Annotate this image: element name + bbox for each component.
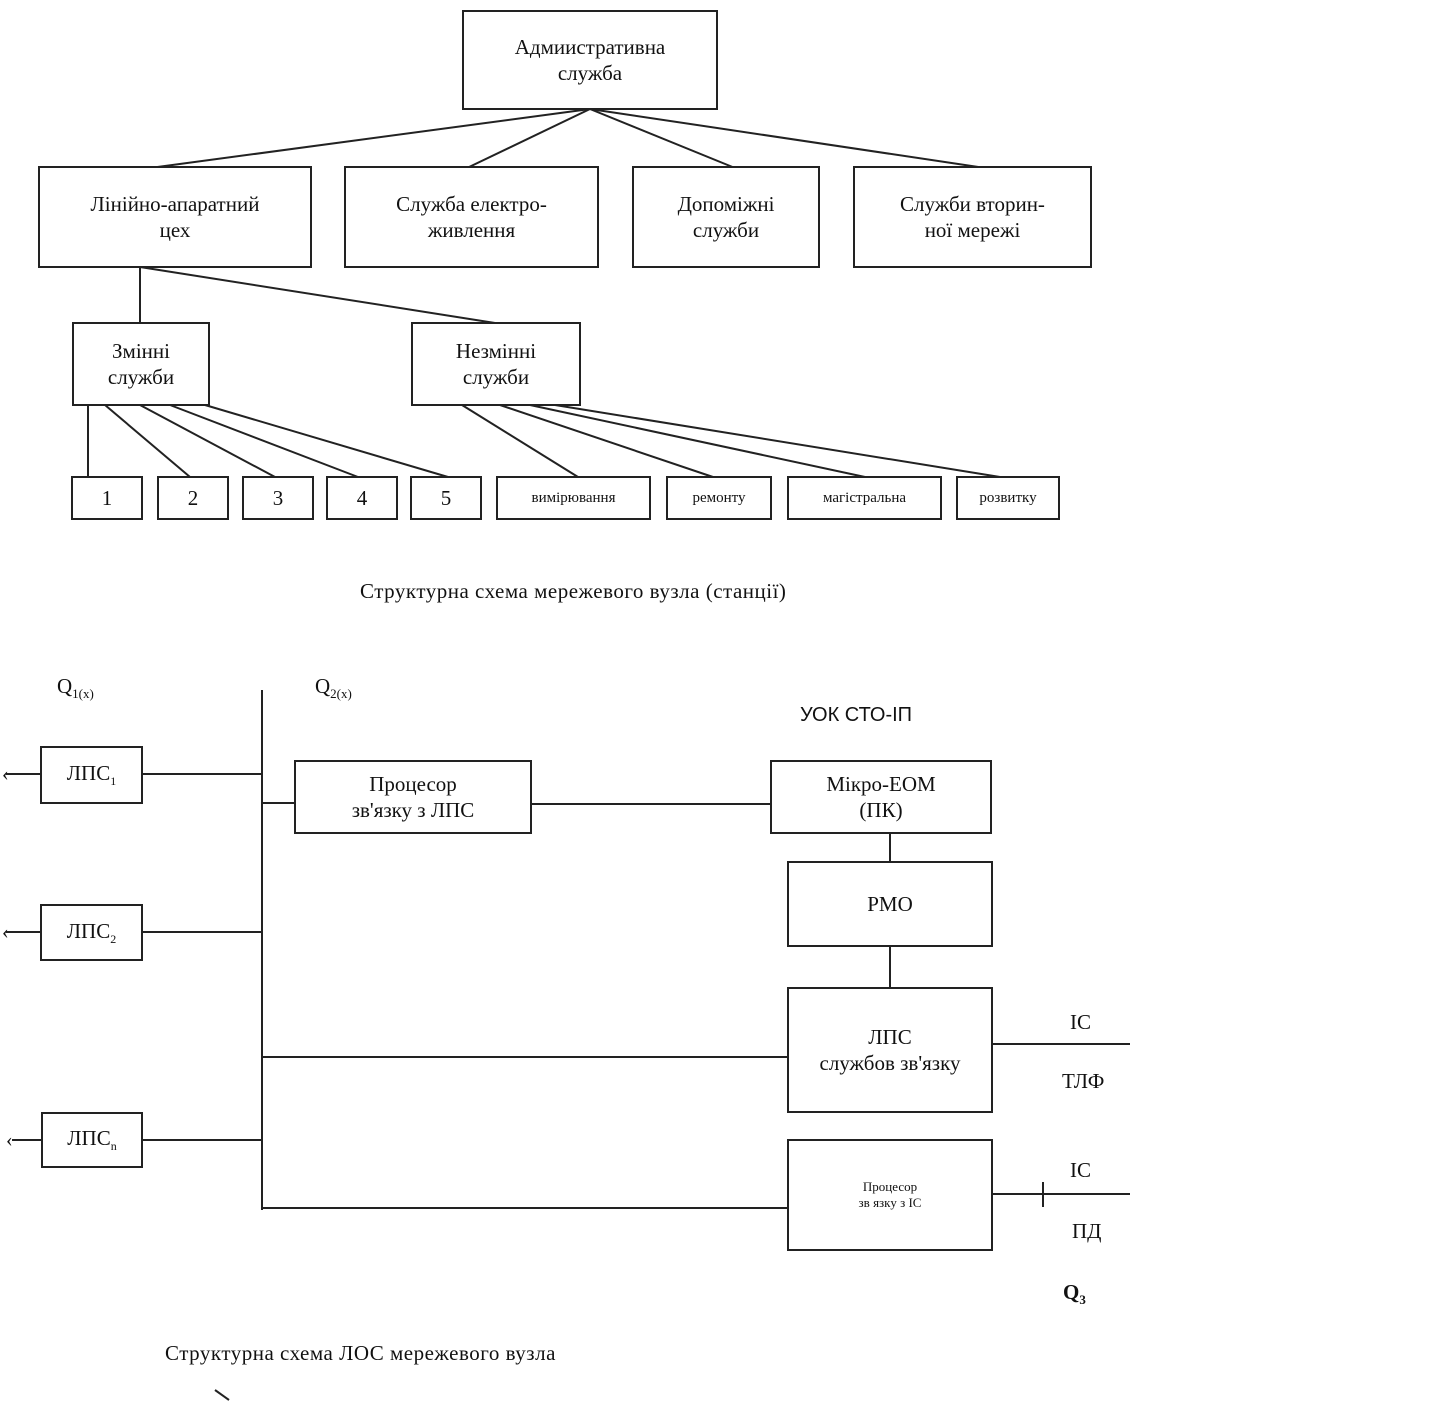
rmo-box: РМО: [787, 861, 993, 947]
leaf-label-1: 1: [101, 485, 113, 510]
is-processor-box: Процесор зв язку з ІС: [787, 1139, 993, 1251]
q1-subscript: 1(x): [72, 686, 94, 702]
q1-letter: Q: [57, 674, 73, 698]
linear-hardware-shop-box: Лінійно-апаратний цех: [38, 166, 312, 268]
leaf-label-5: 5: [440, 485, 452, 510]
leaf-box-measurement: вимірювання: [496, 476, 651, 520]
leaf-label-measurement: вимірювання: [531, 489, 616, 506]
q1-label: Q1(x): [57, 674, 94, 702]
leaf-label-development: розвитку: [979, 489, 1037, 506]
auxiliary-services-line2: служби: [692, 218, 760, 242]
leaf-box-1: 1: [71, 476, 143, 520]
lps-service-line2: службов зв'язку: [819, 1051, 961, 1075]
uok-label: УОК СТО-IП: [800, 704, 913, 726]
lps1-subscript: 1: [110, 774, 117, 789]
linear-hardware-shop-line1: Лінійно-апаратний: [90, 191, 260, 216]
permanent-services-line2: служби: [462, 365, 530, 389]
rmo-label: РМО: [867, 891, 913, 916]
lps-processor-box: Процесор зв'язку з ЛПС: [294, 760, 532, 834]
lps-processor-line2: зв'язку з ЛПС: [351, 798, 475, 822]
micro-eom-line1: Мікро-ЕОМ: [826, 771, 936, 796]
q2-subscript: 2(x): [330, 686, 352, 702]
leaf-label-repair: ремонту: [692, 489, 746, 506]
lps1-box: ЛПС1: [40, 746, 143, 804]
administrative-service-line2: служба: [557, 61, 623, 85]
shift-services-box: Змінні служби: [72, 322, 210, 406]
lps2-subscript: 2: [110, 932, 117, 947]
leaf-box-5: 5: [410, 476, 482, 520]
lps2-label: ЛПС2: [67, 918, 116, 947]
power-supply-service-line1: Служба електро-: [396, 191, 547, 216]
is-processor-line2: зв язку з ІС: [858, 1195, 922, 1210]
q2-letter: Q: [315, 674, 331, 698]
pd-label: ПД: [1072, 1219, 1102, 1243]
leaf-box-3: 3: [242, 476, 314, 520]
arrow-left-icon: ‹: [6, 1129, 13, 1151]
lpsn-subscript: n: [110, 1139, 117, 1154]
secondary-network-services-box: Служби вторин- ної мережі: [853, 166, 1092, 268]
administrative-service-box: Адмиистративна служба: [462, 10, 718, 110]
secondary-network-services-line1: Служби вторин-: [900, 191, 1045, 216]
permanent-services-line1: Незмінні: [455, 338, 537, 363]
tlf-label: ТЛФ: [1062, 1069, 1105, 1093]
is-top-label: ІС: [1070, 1010, 1091, 1034]
auxiliary-services-line1: Допомiжні: [677, 191, 775, 216]
auxiliary-services-box: Допомiжні служби: [632, 166, 820, 268]
micro-eom-box: Мікро-ЕОМ (ПК): [770, 760, 992, 834]
lpsn-box: ЛПСn: [41, 1112, 143, 1168]
lpsn-label: ЛПСn: [67, 1125, 116, 1154]
q3-subscript: 3: [1079, 1292, 1086, 1308]
arrow-left-icon: ‹: [2, 921, 9, 943]
lps-service-box: ЛПС службов зв'язку: [787, 987, 993, 1113]
leaf-box-repair: ремонту: [666, 476, 772, 520]
is-bottom-label: ІС: [1070, 1158, 1091, 1182]
lps2-box: ЛПС2: [40, 904, 143, 961]
leaf-label-3: 3: [272, 485, 284, 510]
lps2-base: ЛПС: [66, 918, 111, 943]
administrative-service-line1: Адмиистративна: [514, 34, 666, 59]
leaf-box-trunk: магістральна: [787, 476, 942, 520]
linear-hardware-shop-line2: цех: [159, 218, 191, 242]
leaf-label-4: 4: [356, 485, 368, 510]
q2-label: Q2(x): [315, 674, 352, 702]
power-supply-service-line2: живлення: [427, 218, 516, 242]
micro-eom-line2: (ПК): [859, 798, 903, 822]
is-processor-line1: Процесор: [862, 1178, 918, 1194]
lps1-base: ЛПС: [66, 761, 111, 786]
shift-services-line1: Змінні: [112, 338, 170, 363]
network-node-caption: Структурна схема мережевого вузла (станц…: [360, 579, 787, 603]
q3-letter: Q: [1063, 1280, 1080, 1304]
lpsn-base: ЛПС: [67, 1126, 111, 1151]
q3-label: Q3: [1063, 1280, 1086, 1308]
leaf-label-trunk: магістральна: [822, 489, 907, 506]
arrow-left-icon: ‹: [2, 763, 9, 785]
shift-services-line2: служби: [107, 365, 175, 389]
permanent-services-box: Незмінні служби: [411, 322, 581, 406]
lps-processor-line1: Процесор: [369, 771, 457, 796]
secondary-network-services-line2: ної мережі: [924, 218, 1021, 242]
lps1-label: ЛПС1: [67, 760, 116, 789]
power-supply-service-box: Служба електро- живлення: [344, 166, 599, 268]
leaf-box-development: розвитку: [956, 476, 1060, 520]
lps-service-line1: ЛПС: [868, 1024, 912, 1049]
los-caption: Структурна схема ЛОС мережевого вузла: [165, 1341, 556, 1365]
leaf-box-2: 2: [157, 476, 229, 520]
leaf-box-4: 4: [326, 476, 398, 520]
leaf-label-2: 2: [187, 485, 199, 510]
